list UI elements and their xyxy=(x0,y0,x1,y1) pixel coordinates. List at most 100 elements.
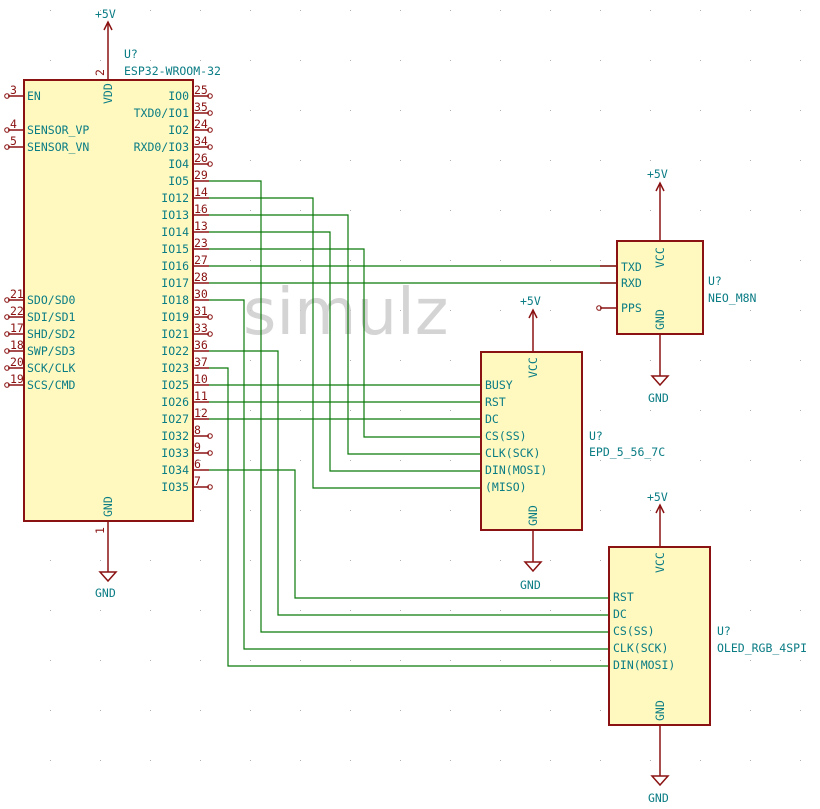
grid-dot xyxy=(400,610,401,611)
esp32-gnd-num: 1 xyxy=(93,527,107,534)
grid-dot xyxy=(800,360,801,361)
esp32-right-pin-number: 14 xyxy=(194,185,208,199)
grid-dot xyxy=(150,10,151,11)
oled-value: OLED_RGB_4SPI xyxy=(717,641,807,655)
esp32-left-pin-name: SENSOR_VP xyxy=(27,123,89,137)
grid-dot xyxy=(200,10,201,11)
grid-dot xyxy=(100,60,101,61)
epd-component[interactable]: VCC GND BUSY RST DC CS(SS) CLK(SCK) DIN(… xyxy=(480,351,665,531)
power-arrow xyxy=(655,181,665,192)
grid-dot xyxy=(550,710,551,711)
ground-label-epd: GND xyxy=(520,578,541,592)
oled-pin-clk: CLK(SCK) xyxy=(613,641,668,655)
grid-dot xyxy=(650,110,651,111)
esp32-left-pin-number: 18 xyxy=(10,338,24,352)
esp32-right-pin-number: 27 xyxy=(194,253,208,267)
esp32-right-pin-number: 26 xyxy=(194,151,208,165)
power-arrow xyxy=(655,503,665,514)
pin-end-marker xyxy=(4,144,10,150)
grid-dot xyxy=(650,360,651,361)
grid-dot xyxy=(650,10,651,11)
grid-dot xyxy=(350,460,351,461)
gps-pin-txd: TXD xyxy=(621,260,642,274)
grid-dot xyxy=(800,260,801,261)
esp32-right-pin-name: IO34 xyxy=(161,463,189,477)
esp32-left-pin-number: 17 xyxy=(10,321,24,335)
grid-dot xyxy=(50,710,51,711)
grid-dot xyxy=(350,10,351,11)
grid-dot xyxy=(350,560,351,561)
grid-dot xyxy=(750,410,751,411)
grid-dot xyxy=(400,260,401,261)
esp32-right-pin-name: IO5 xyxy=(168,174,189,188)
esp32-right-pin-number: 35 xyxy=(194,100,208,114)
grid-dot xyxy=(450,360,451,361)
esp32-right-pin-name: IO14 xyxy=(161,225,189,239)
grid-dot xyxy=(550,610,551,611)
grid-dot xyxy=(550,760,551,761)
grid-dot xyxy=(750,760,751,761)
grid-dot xyxy=(400,360,401,361)
grid-dot xyxy=(250,510,251,511)
grid-dot xyxy=(750,610,751,611)
esp32-right-pin-name: IO35 xyxy=(161,480,189,494)
grid-dot xyxy=(750,210,751,211)
grid-dot xyxy=(150,60,151,61)
grid-dot xyxy=(800,760,801,761)
oled-body[interactable] xyxy=(608,546,711,726)
grid-dot xyxy=(200,310,201,311)
epd-pin-cs: CS(SS) xyxy=(485,429,527,443)
esp32-right-pin-name: IO17 xyxy=(161,276,189,290)
esp32-right-pin-name: IO16 xyxy=(161,259,189,273)
grid-dot xyxy=(400,210,401,211)
pin-end-marker xyxy=(207,450,213,456)
grid-dot xyxy=(650,60,651,61)
oled-component[interactable]: VCC GND RST DC CS(SS) CLK(SCK) DIN(MOSI)… xyxy=(608,546,807,726)
esp32-right-pin-name: IO15 xyxy=(161,242,189,256)
grid-dot xyxy=(550,10,551,11)
grid-dot xyxy=(650,160,651,161)
grid-dot xyxy=(700,410,701,411)
grid-dot xyxy=(800,210,801,211)
grid-dot xyxy=(250,60,251,61)
grid-dot xyxy=(200,110,201,111)
gps-value: NEO_M8N xyxy=(708,291,757,305)
grid-dot xyxy=(100,610,101,611)
oled-vcc-label: VCC xyxy=(653,552,667,573)
grid-dot xyxy=(450,610,451,611)
grid-dot xyxy=(200,510,201,511)
oled-gnd-label: GND xyxy=(653,700,667,721)
grid-dot xyxy=(400,60,401,61)
grid-dot xyxy=(750,260,751,261)
grid-dot xyxy=(250,710,251,711)
esp32-right-pin-number: 31 xyxy=(194,304,208,318)
grid-dot xyxy=(250,310,251,311)
grid-dot xyxy=(350,710,351,711)
grid-dot xyxy=(800,560,801,561)
esp32-right-pin-name: IO25 xyxy=(161,378,189,392)
esp32-body[interactable] xyxy=(23,79,194,522)
grid-dot xyxy=(300,60,301,61)
oled-pin-dc: DC xyxy=(613,607,627,621)
grid-dot xyxy=(550,660,551,661)
grid-dot xyxy=(300,710,301,711)
esp32-left-pin-name: SCK/CLK xyxy=(27,361,76,375)
grid-dot xyxy=(700,760,701,761)
grid-dot xyxy=(800,610,801,611)
epd-pin-busy: BUSY xyxy=(485,378,513,392)
grid-dot xyxy=(500,310,501,311)
pin-end-marker xyxy=(4,331,10,337)
grid-dot xyxy=(100,10,101,11)
gps-component[interactable]: VCC GND TXD RXD PPS U? NEO_M8N xyxy=(616,240,757,335)
esp32-right-pin-number: 24 xyxy=(194,117,208,131)
esp32-right-pin-number: 36 xyxy=(194,338,208,352)
epd-body[interactable] xyxy=(480,351,583,531)
watermark: simulz xyxy=(243,276,448,350)
ground-symbol-esp32 xyxy=(98,570,118,583)
grid-dot xyxy=(550,110,551,111)
grid-dot xyxy=(750,60,751,61)
grid-dot xyxy=(600,60,601,61)
grid-dot xyxy=(100,760,101,761)
grid-dot xyxy=(350,310,351,311)
